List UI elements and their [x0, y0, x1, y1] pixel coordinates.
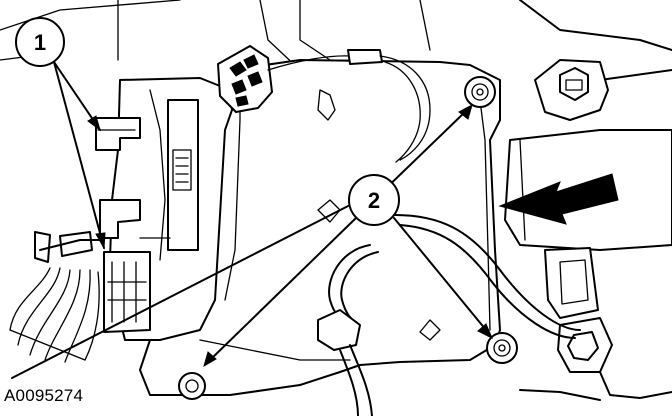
callout-number-2: 2 [368, 188, 380, 213]
bolt-upper-right [464, 76, 496, 108]
right-mount-bracket [504, 59, 672, 401]
module-housing [95, 77, 233, 341]
callout-1: 1 [15, 17, 65, 67]
wiring-harness [9, 231, 101, 363]
mounting-bracket [139, 59, 501, 396]
callout-circle-2 [348, 174, 400, 226]
lower-wire-loop [317, 214, 581, 416]
bolt-lower-right [486, 332, 518, 364]
callout-2: 2 [348, 174, 400, 226]
top-connector [217, 45, 431, 163]
callout-circle-1 [15, 17, 65, 67]
bolt-lower-left [178, 372, 206, 400]
figure-id-label: A0095274 [4, 386, 84, 405]
direction-arrow [498, 173, 619, 225]
callout-number-1: 1 [34, 30, 46, 55]
